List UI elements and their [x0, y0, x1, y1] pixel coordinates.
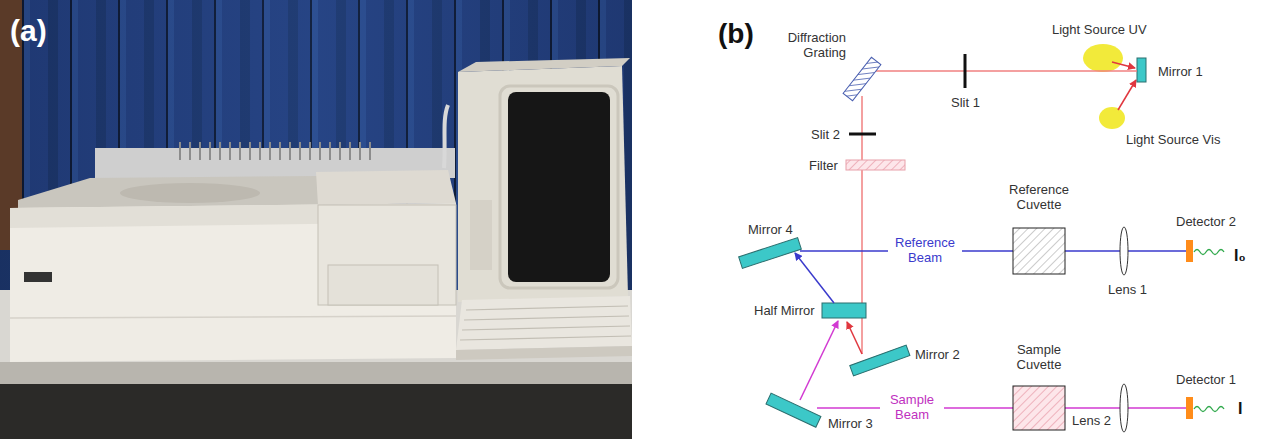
- component-label: Lens 2: [1072, 413, 1111, 428]
- mirror: [850, 345, 910, 376]
- component-label: Half Mirror: [754, 303, 815, 318]
- panel-label: (b): [718, 18, 754, 50]
- beam-label: Sample Beam: [880, 392, 944, 422]
- mirror: [1137, 58, 1146, 82]
- panel-label: (a): [10, 14, 47, 48]
- intensity-symbol: I₀: [1234, 247, 1246, 265]
- lens: [1120, 384, 1128, 432]
- optics-schematic: [739, 44, 1224, 432]
- component-label: Slit 1: [951, 95, 980, 110]
- component-label: Lens 1: [1108, 282, 1147, 297]
- detector: [1186, 397, 1193, 419]
- component-label: Diffraction Grating: [772, 30, 846, 60]
- mirror: [766, 393, 821, 427]
- vis-source: [1099, 107, 1125, 129]
- component-label: Reference Cuvette: [1001, 182, 1077, 212]
- component-label: Detector 2: [1176, 214, 1236, 229]
- lens: [1120, 227, 1128, 275]
- detector: [1186, 240, 1193, 262]
- component-label: Detector 1: [1176, 372, 1236, 387]
- filter: [846, 160, 905, 170]
- slit: [849, 133, 876, 136]
- uv-source: [1083, 44, 1123, 72]
- component-label: Mirror 1: [1158, 64, 1203, 79]
- slit: [964, 54, 967, 88]
- component-label: Mirror 2: [915, 347, 960, 362]
- component-label: Mirror 4: [748, 222, 793, 237]
- component-label: Filter: [809, 158, 838, 173]
- grating: [843, 57, 881, 101]
- component-label: Mirror 3: [828, 416, 873, 431]
- component-label: Sample Cuvette: [1004, 342, 1074, 372]
- beam-label: Reference Beam: [888, 235, 962, 265]
- intensity-symbol: I: [1238, 400, 1242, 418]
- component-label: Slit 2: [811, 127, 840, 142]
- cuvette: [1013, 228, 1065, 274]
- cuvette: [1013, 386, 1065, 430]
- half-mirror: [822, 303, 866, 318]
- mirror: [739, 238, 802, 269]
- component-label: Light Source UV: [1052, 22, 1147, 37]
- component-label: Light Source Vis: [1126, 132, 1220, 147]
- photo-panel: [0, 0, 632, 439]
